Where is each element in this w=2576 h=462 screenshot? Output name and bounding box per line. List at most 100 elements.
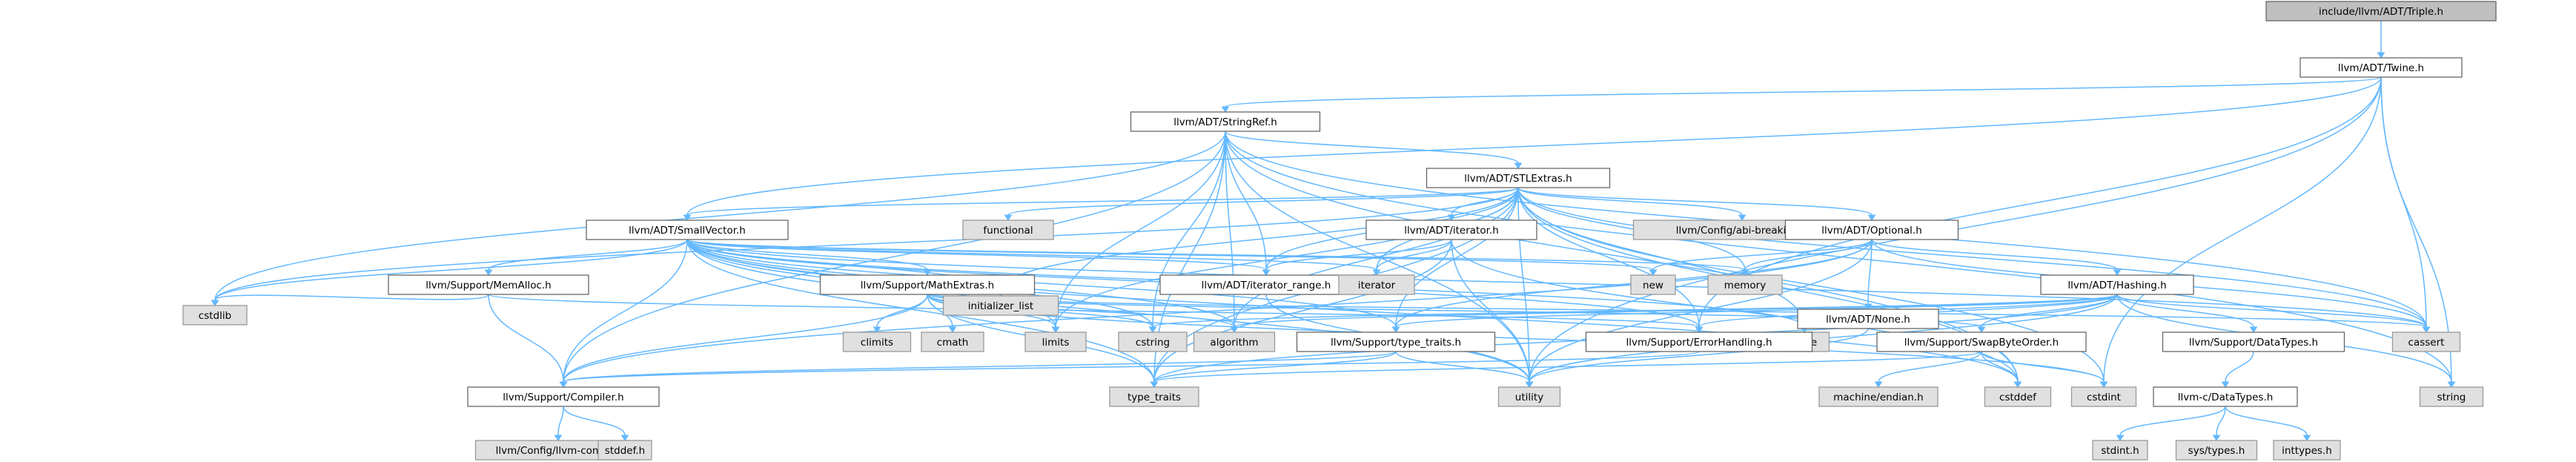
- node-box: [921, 331, 984, 352]
- node-typetraits_h[interactable]: llvm/Support/type_traits.h: [1296, 331, 1496, 352]
- node-box: [1109, 386, 1199, 407]
- node-label: string: [2437, 392, 2466, 403]
- edge-swapbyteorder-to-machineendian: [1874, 351, 1982, 388]
- node-memory: memory: [1707, 274, 1783, 295]
- node-label: llvm/Support/MemAlloc.h: [426, 280, 551, 291]
- node-box: [1159, 274, 1373, 295]
- node-box: [1426, 168, 1611, 188]
- edge-line: [1517, 187, 1743, 216]
- node-label: machine/endian.h: [1833, 392, 1923, 403]
- edge-line: [1225, 131, 2452, 383]
- node-box: [1338, 274, 1415, 295]
- arrowhead-icon: [1391, 326, 1400, 333]
- node-stringref[interactable]: llvm/ADT/StringRef.h: [1130, 111, 1321, 132]
- arrowhead-icon: [1221, 106, 1230, 113]
- arrowhead-icon: [1262, 269, 1271, 276]
- edge-line: [1652, 239, 1873, 271]
- node-label: llvm/ADT/SmallVector.h: [629, 225, 746, 237]
- edge-line: [1234, 294, 2118, 328]
- node-type_traits: type_traits: [1109, 386, 1199, 407]
- arrowhead-icon: [2212, 435, 2221, 441]
- node-datatypes[interactable]: llvm/Support/DataTypes.h: [2162, 331, 2345, 352]
- arrowhead-icon: [554, 435, 563, 441]
- node-cstdlib: cstdlib: [182, 305, 248, 326]
- edge-line: [1744, 239, 1873, 271]
- node-box: [1784, 220, 1959, 240]
- node-smallvector[interactable]: llvm/ADT/SmallVector.h: [586, 220, 789, 240]
- edge-line: [563, 351, 1397, 383]
- arrowhead-icon: [211, 300, 219, 306]
- node-box: [586, 220, 789, 240]
- edge-line: [686, 187, 1519, 216]
- node-box: [2040, 274, 2194, 295]
- node-label: llvm/Config/abi-breaking.h: [1676, 225, 1808, 237]
- node-label: initializer_list: [968, 300, 1033, 312]
- arrowhead-icon: [873, 326, 881, 333]
- arrowhead-icon: [1874, 381, 1883, 388]
- node-hashing[interactable]: llvm/ADT/Hashing.h: [2040, 274, 2194, 295]
- edge-optional-to-none: [1864, 239, 1873, 310]
- node-cdatatypes[interactable]: llvm-c/DataTypes.h: [2153, 386, 2298, 407]
- edge-line: [1871, 239, 2118, 271]
- node-label: functional: [983, 225, 1033, 237]
- node-new: new: [1630, 274, 1676, 295]
- arrowhead-icon: [2302, 435, 2311, 441]
- edge-line: [1000, 187, 1519, 291]
- node-box: [2175, 440, 2258, 461]
- node-box: [2419, 386, 2484, 407]
- edge-swapbyteorder-to-cstdint: [1981, 351, 2108, 388]
- node-box: [842, 331, 912, 352]
- edge-smallvector-to-memalloc: [484, 239, 688, 276]
- node-twine[interactable]: llvm/ADT/Twine.h: [2299, 57, 2463, 78]
- node-iterator_h[interactable]: llvm/ADT/iterator.h: [1365, 220, 1537, 240]
- node-systypes: sys/types.h: [2175, 440, 2258, 461]
- edge-line: [686, 76, 2382, 216]
- node-compiler[interactable]: llvm/Support/Compiler.h: [467, 386, 660, 407]
- node-label: type_traits: [1128, 392, 1181, 403]
- node-label: llvm/Support/ErrorHandling.h: [1626, 337, 1772, 349]
- node-triple[interactable]: include/llvm/ADT/Triple.h: [2265, 1, 2497, 22]
- edge-line: [2216, 406, 2226, 436]
- edge-line: [1153, 351, 1397, 383]
- edge-line: [1451, 239, 1530, 383]
- node-label: cstddef: [1999, 392, 2037, 403]
- edge-iterator_h-to-iterator: [1372, 239, 1452, 276]
- edge-line: [488, 239, 688, 271]
- edge-line: [1225, 131, 1519, 164]
- edge-line: [1225, 76, 2382, 108]
- edge-line: [686, 239, 2019, 383]
- edge-line: [686, 239, 1155, 383]
- node-label: new: [1643, 280, 1663, 291]
- nodes-layer: include/llvm/ADT/Triple.h llvm/ADT/Twine.…: [182, 1, 2497, 461]
- arrowhead-icon: [1695, 326, 1703, 333]
- node-box: [182, 305, 248, 326]
- node-box: [1193, 331, 1276, 352]
- node-label: sys/types.h: [2188, 445, 2245, 457]
- arrowhead-icon: [1867, 214, 1876, 221]
- node-box: [962, 220, 1054, 240]
- edge-line: [686, 239, 1377, 271]
- node-stlextras[interactable]: llvm/ADT/STLExtras.h: [1426, 168, 1611, 188]
- edge-compiler-to-stddef: [563, 406, 629, 441]
- edge-line: [686, 239, 1746, 271]
- node-iterrange[interactable]: llvm/ADT/iterator_range.h: [1159, 274, 1373, 295]
- edge-hashing-to-algorithm: [1230, 294, 2118, 333]
- edge-twine-to-stringref: [1221, 76, 2382, 113]
- node-box: [2162, 331, 2345, 352]
- node-none[interactable]: llvm/ADT/None.h: [1797, 308, 1939, 329]
- edge-line: [1225, 131, 1267, 271]
- edge-line: [686, 239, 2427, 328]
- edge-stlextras-to-functional: [1004, 187, 1519, 221]
- arrowhead-icon: [484, 269, 493, 276]
- node-memalloc[interactable]: llvm/Support/MemAlloc.h: [388, 274, 589, 295]
- node-label: llvm/ADT/Hashing.h: [2067, 280, 2166, 291]
- node-mathextras[interactable]: llvm/Support/MathExtras.h: [819, 274, 1036, 295]
- node-box: [2273, 440, 2341, 461]
- node-label: memory: [1724, 280, 1766, 291]
- arrowhead-icon: [1738, 214, 1746, 221]
- node-errorhandling[interactable]: llvm/Support/ErrorHandling.h: [1585, 331, 1813, 352]
- node-box: [2070, 386, 2137, 407]
- node-optional[interactable]: llvm/ADT/Optional.h: [1784, 220, 1959, 240]
- node-swapbyteorder[interactable]: llvm/Support/SwapByteOrder.h: [1876, 331, 2087, 352]
